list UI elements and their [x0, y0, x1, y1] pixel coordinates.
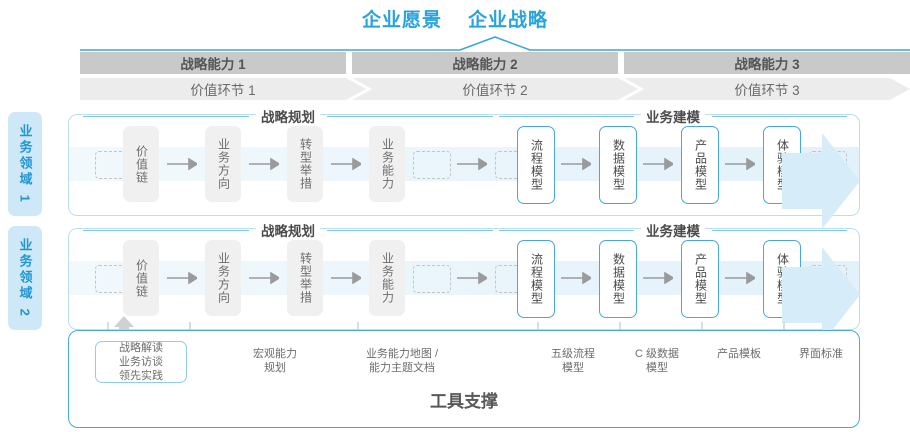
arrow-icon — [725, 158, 755, 170]
caret-divider — [80, 36, 910, 51]
flow-arrow-head-2 — [782, 247, 860, 343]
arrow-icon — [167, 158, 197, 170]
node-product-model-2[interactable]: 产品模型 — [681, 240, 719, 318]
node-process-model-2[interactable]: 流程模型 — [517, 240, 555, 318]
title-strategy: 企业战略 — [468, 9, 549, 31]
arrow-icon — [457, 272, 487, 284]
section-title-planning-2: 战略规划 — [256, 220, 320, 240]
section-header-planning-2: 战略规划 — [83, 220, 493, 240]
tool-label-product-template: 产品模板 — [717, 348, 761, 360]
node-value-chain-2[interactable]: 价值链 — [123, 240, 159, 316]
node-business-direction-1[interactable]: 业务方向 — [205, 126, 241, 202]
placeholder-box — [413, 151, 451, 179]
value-chain-bar: 价值环节 1 价值环节 2 价值环节 3 — [80, 78, 910, 100]
tool-label-capability-map: 业务能力地图 /能力主题文档 — [365, 348, 439, 374]
arrow-icon — [725, 272, 755, 284]
placeholder-box — [413, 265, 451, 293]
domain-label-2: 业务领域 2 — [8, 226, 42, 330]
arrow-icon — [643, 272, 673, 284]
tool-label-data-model: C 级数据模型 — [635, 348, 679, 374]
strategic-capability-1[interactable]: 战略能力 1 — [80, 52, 346, 74]
arrow-icon — [167, 272, 197, 284]
node-process-model-1[interactable]: 流程模型 — [517, 126, 555, 204]
node-business-direction-2[interactable]: 业务方向 — [205, 240, 241, 316]
node-product-model-1[interactable]: 产品模型 — [681, 126, 719, 204]
tool-support-container: 战略解读业务访谈领先实践 宏观能力规划 业务能力地图 /能力主题文档 五级流程模… — [68, 330, 860, 428]
title-vision: 企业愿景 — [361, 9, 442, 31]
arrow-icon — [457, 158, 487, 170]
section-title-modeling-1: 业务建模 — [641, 106, 705, 126]
node-transformation-2[interactable]: 转型举措 — [287, 240, 323, 316]
node-data-model-1[interactable]: 数据模型 — [599, 126, 637, 204]
arrow-icon — [561, 158, 591, 170]
strategic-capability-2[interactable]: 战略能力 2 — [352, 52, 618, 74]
domain-label-1-text: 业务领域 1 — [17, 123, 33, 205]
value-stage-1[interactable]: 价值环节 1 — [80, 78, 366, 100]
arrow-icon — [643, 158, 673, 170]
arrow-icon — [331, 158, 361, 170]
tool-label-ui-standard: 界面标准 — [799, 348, 843, 360]
header-titles: 企业愿景 企业战略 — [0, 4, 910, 32]
strategic-capability-bar: 战略能力 1 战略能力 2 战略能力 3 — [80, 52, 910, 74]
arrow-icon — [561, 272, 591, 284]
section-header-modeling-1: 业务建模 — [499, 106, 847, 126]
section-title-modeling-2: 业务建模 — [641, 220, 705, 240]
domain-label-1: 业务领域 1 — [8, 112, 42, 216]
section-header-planning-1: 战略规划 — [83, 106, 493, 126]
domain-label-2-text: 业务领域 2 — [17, 237, 33, 319]
value-stage-2[interactable]: 价值环节 2 — [352, 78, 638, 100]
section-header-modeling-2: 业务建模 — [499, 220, 847, 240]
flow-arrow-head-1 — [782, 133, 860, 229]
section-title-planning-1: 战略规划 — [256, 106, 320, 126]
value-stage-3[interactable]: 价值环节 3 — [624, 78, 910, 100]
domain-row-1: 战略规划 业务建模 价值链 业务方向 转型举措 业务能力 流程模型 数据模型 产… — [68, 106, 860, 216]
node-business-capability-2[interactable]: 业务能力 — [369, 240, 405, 316]
arrow-icon — [331, 272, 361, 284]
domain-row-2: 战略规划 业务建模 价值链 业务方向 转型举措 业务能力 流程模型 数据模型 产… — [68, 220, 860, 330]
tool-label-process-model: 五级流程模型 — [551, 348, 595, 374]
arrow-icon — [249, 272, 279, 284]
tool-tag-strategy[interactable]: 战略解读业务访谈领先实践 — [95, 341, 187, 383]
arrow-icon — [249, 158, 279, 170]
node-transformation-1[interactable]: 转型举措 — [287, 126, 323, 202]
node-value-chain-1[interactable]: 价值链 — [123, 126, 159, 202]
tool-label-macro-capability: 宏观能力规划 — [253, 348, 297, 374]
strategic-capability-3[interactable]: 战略能力 3 — [624, 52, 910, 74]
node-data-model-2[interactable]: 数据模型 — [599, 240, 637, 318]
node-business-capability-1[interactable]: 业务能力 — [369, 126, 405, 202]
tool-support-title: 工具支撑 — [430, 392, 498, 411]
